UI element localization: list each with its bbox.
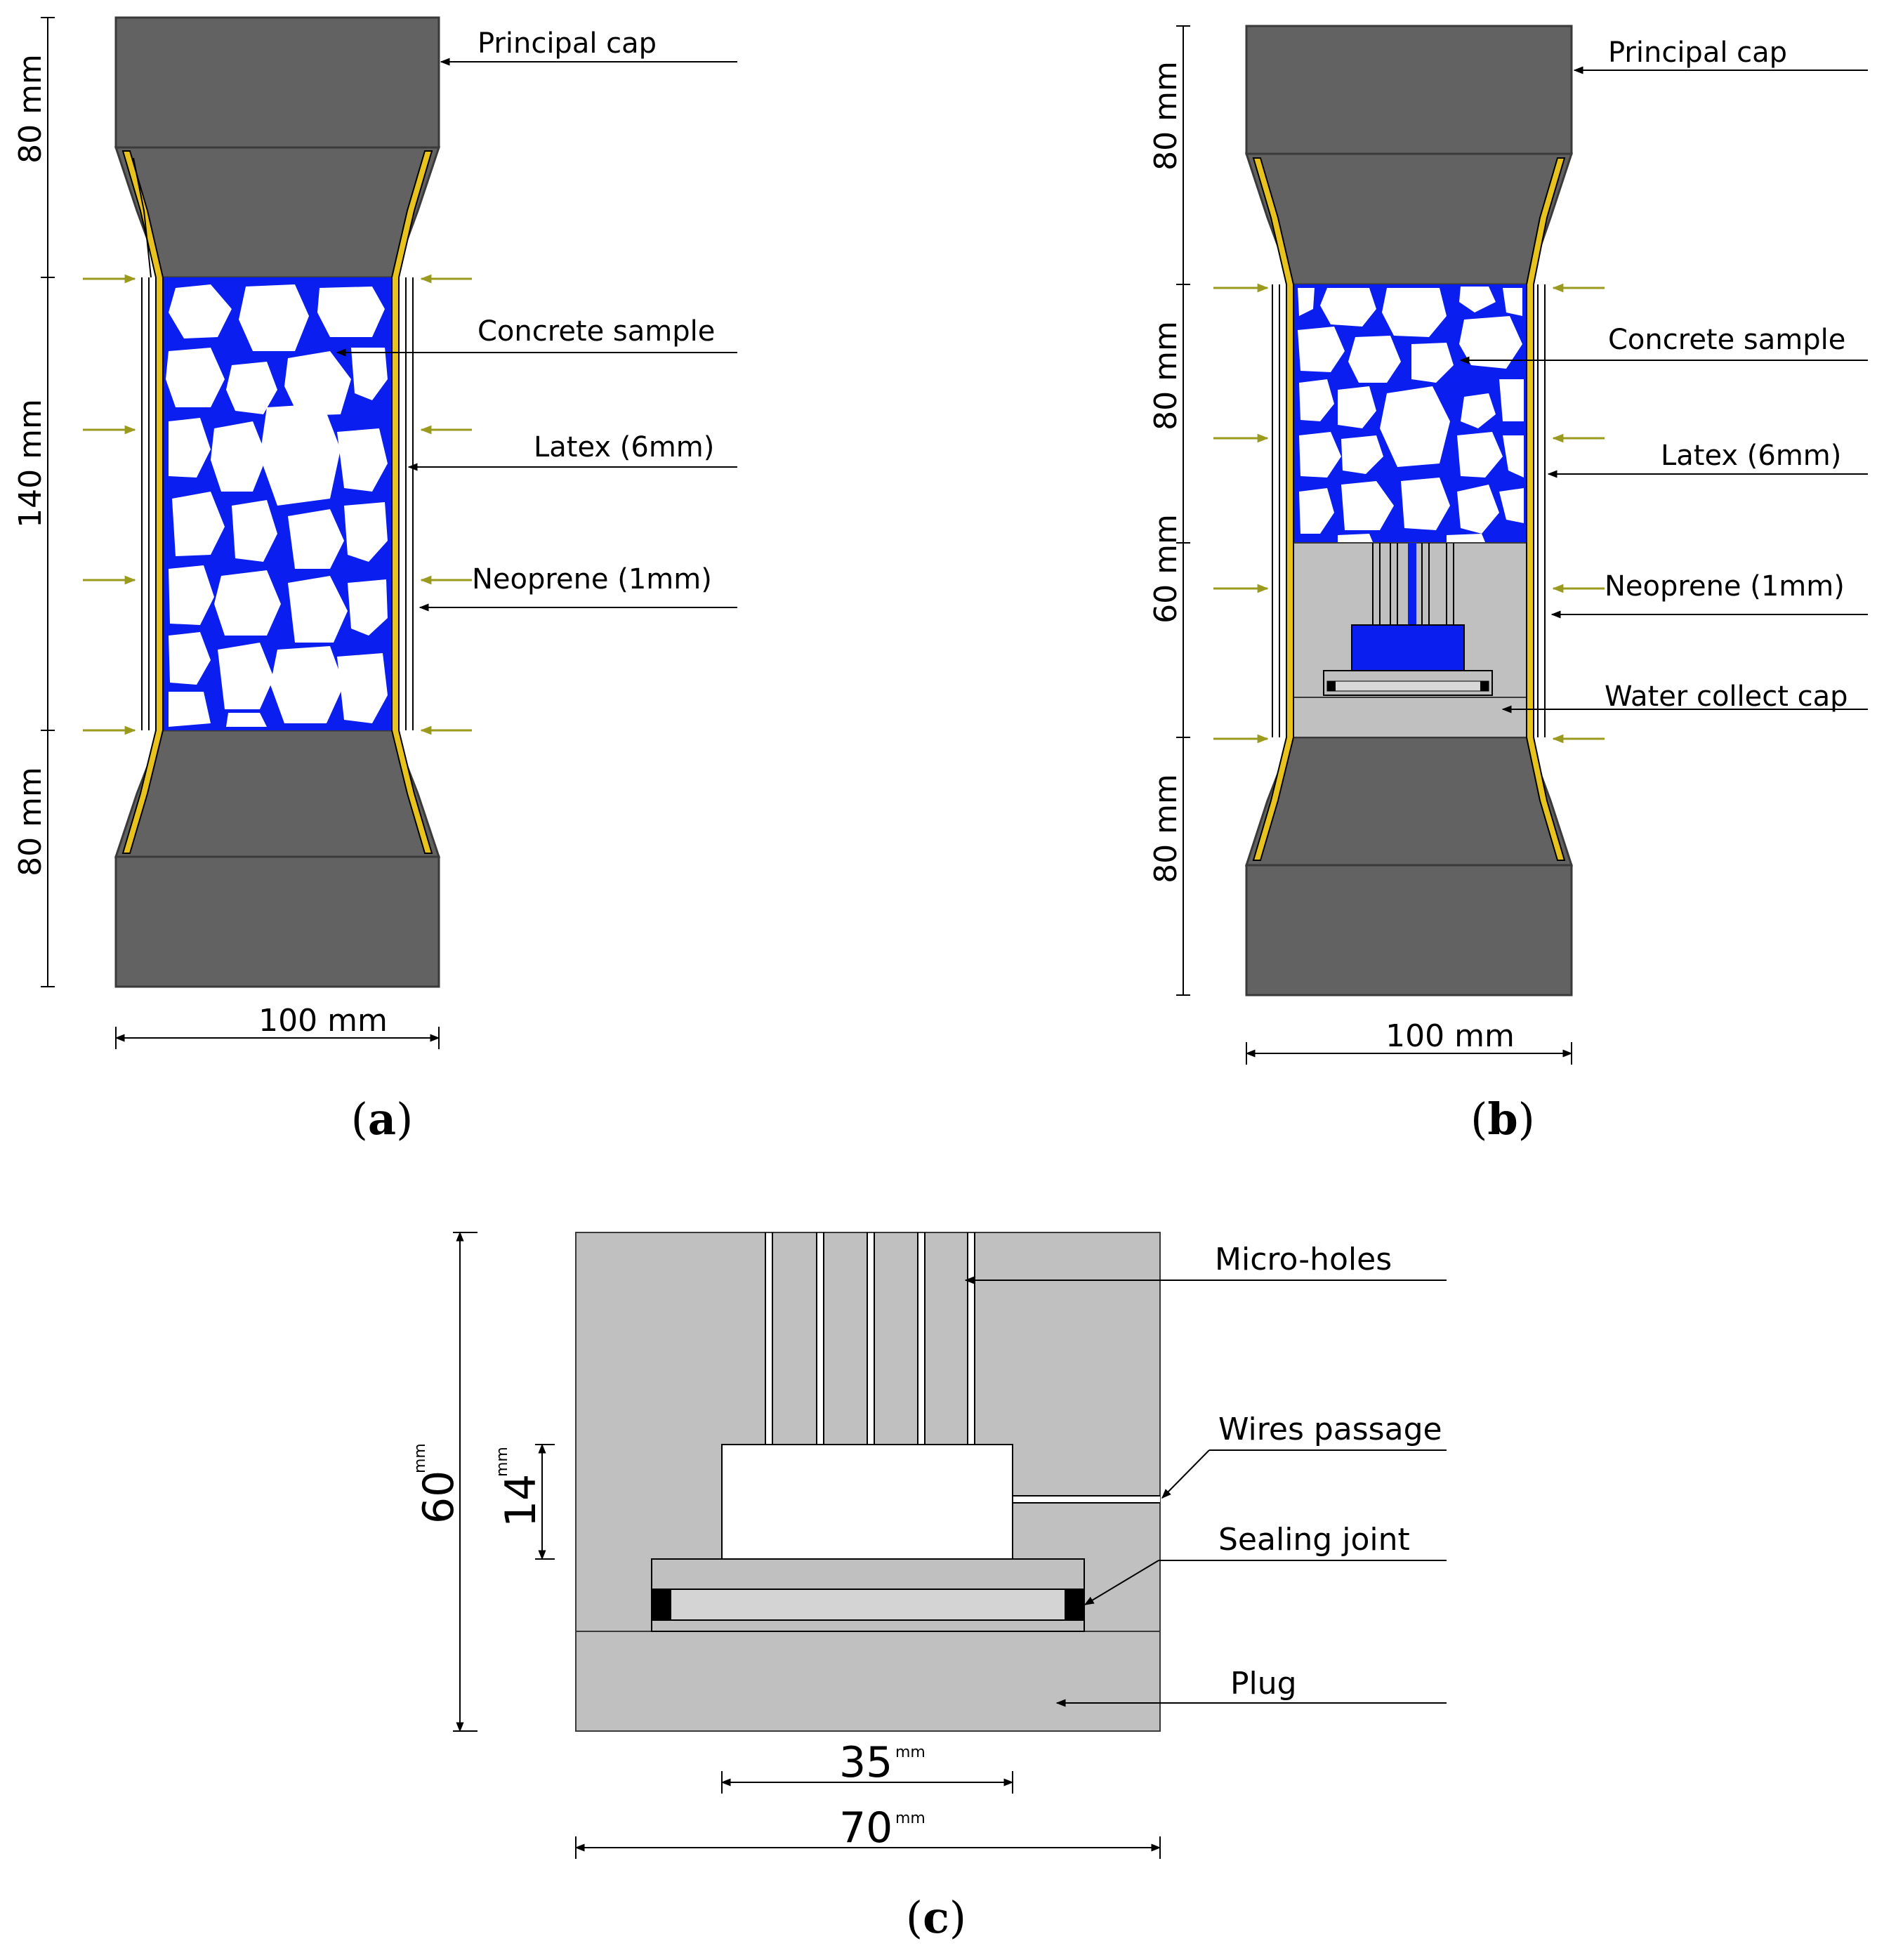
latex-membrane-right-a	[391, 150, 433, 854]
principal-cap-bottom-b	[1245, 864, 1573, 997]
leader-lines-c	[964, 1276, 1447, 1707]
panel-c: 60 mm 14 mm 35 mm 70 mm Micro-holes Wire…	[411, 1231, 1447, 1943]
concrete-sample-b	[1293, 284, 1527, 543]
dimension-lines-a	[41, 17, 440, 1049]
panel-a: 80 mm 140 mm 80 mm 100 mm Principal cap …	[13, 16, 737, 1145]
sealing-joint-left-c	[652, 1589, 671, 1620]
sealing-joint-right-c	[1065, 1589, 1084, 1620]
label-latex-b: Latex (6mm)	[1661, 440, 1841, 472]
svg-text:mm: mm	[411, 1443, 429, 1473]
dim-width-b: 100 mm	[1385, 1018, 1515, 1054]
confining-pressure-arrows-b	[1213, 283, 1605, 744]
leader-lines-b	[1459, 66, 1868, 713]
dim-top-a: 80 mm	[13, 54, 48, 164]
label-principal-cap-a: Principal cap	[478, 27, 657, 60]
latex-membrane-left-a	[121, 150, 164, 854]
svg-text:35: 35	[839, 1738, 893, 1787]
label-neoprene-a: Neoprene (1mm)	[472, 563, 712, 596]
svg-text:mm: mm	[895, 1810, 926, 1827]
sensor-cavity-c	[721, 1444, 1013, 1560]
label-concrete-sample-b: Concrete sample	[1608, 324, 1845, 356]
label-wires-passage-c: Wires passage	[1218, 1412, 1442, 1447]
water-collect-cap-b	[1293, 542, 1527, 738]
latex-membrane-right-b	[1526, 157, 1566, 861]
panel-b: 80 mm 80 mm 60 mm 80 mm 100 mm Principal…	[1148, 25, 1868, 1145]
label-water-collect-cap-b: Water collect cap	[1605, 680, 1848, 713]
dim-sample-b: 80 mm	[1148, 321, 1184, 430]
principal-cap-bottom-a	[114, 855, 440, 988]
cap-taper-bottom-a	[114, 729, 441, 858]
label-concrete-sample-a: Concrete sample	[478, 315, 715, 348]
svg-text:mm: mm	[895, 1744, 926, 1761]
micro-holes-fill-c	[766, 1233, 974, 1444]
dim-height-c: 60 mm	[411, 1443, 463, 1524]
cap-taper-bottom-b	[1244, 736, 1574, 867]
dim-top-b: 80 mm	[1148, 61, 1184, 171]
svg-text:70: 70	[839, 1803, 893, 1853]
label-principal-cap-b: Principal cap	[1608, 37, 1787, 69]
principal-cap-top-b	[1245, 25, 1573, 155]
filter-c	[651, 1589, 1085, 1621]
caption-c: (c)	[906, 1892, 966, 1943]
caption-b: (b)	[1470, 1093, 1535, 1145]
label-micro-holes-c: Micro-holes	[1215, 1242, 1392, 1277]
dimension-lines-b	[1176, 25, 1573, 1065]
dim-mid-a: 140 mm	[13, 399, 48, 528]
principal-cap-top-a	[114, 16, 440, 149]
dim-width-a: 100 mm	[258, 1003, 388, 1039]
label-plug-c: Plug	[1230, 1666, 1297, 1702]
label-sealing-joint-c: Sealing joint	[1218, 1522, 1410, 1558]
latex-membrane-left-b	[1252, 157, 1294, 861]
leader-lines-a	[336, 58, 737, 612]
confining-pressure-arrows-a	[83, 274, 472, 735]
dim-inner-c: 35 mm	[839, 1738, 926, 1787]
svg-text:14: 14	[496, 1474, 546, 1527]
wires-passage-c	[1013, 1495, 1160, 1504]
svg-text:mm: mm	[494, 1447, 511, 1477]
dimension-lines-c	[453, 1231, 1161, 1859]
svg-text:60: 60	[414, 1471, 463, 1524]
cap-taper-top-a	[114, 146, 441, 279]
caption-a: (a)	[351, 1093, 414, 1145]
dim-bottom-a: 80 mm	[13, 767, 48, 876]
dim-bottom-b: 80 mm	[1148, 774, 1184, 883]
concrete-sample-a	[163, 277, 393, 730]
label-neoprene-b: Neoprene (1mm)	[1605, 570, 1845, 603]
cap-taper-top-b	[1244, 152, 1574, 286]
dim-outer-c: 70 mm	[839, 1803, 926, 1853]
dim-collect-b: 60 mm	[1148, 514, 1184, 624]
micro-holes-c	[765, 1232, 975, 1445]
label-latex-a: Latex (6mm)	[534, 431, 714, 463]
dim-cavity-c: 14 mm	[494, 1447, 546, 1527]
